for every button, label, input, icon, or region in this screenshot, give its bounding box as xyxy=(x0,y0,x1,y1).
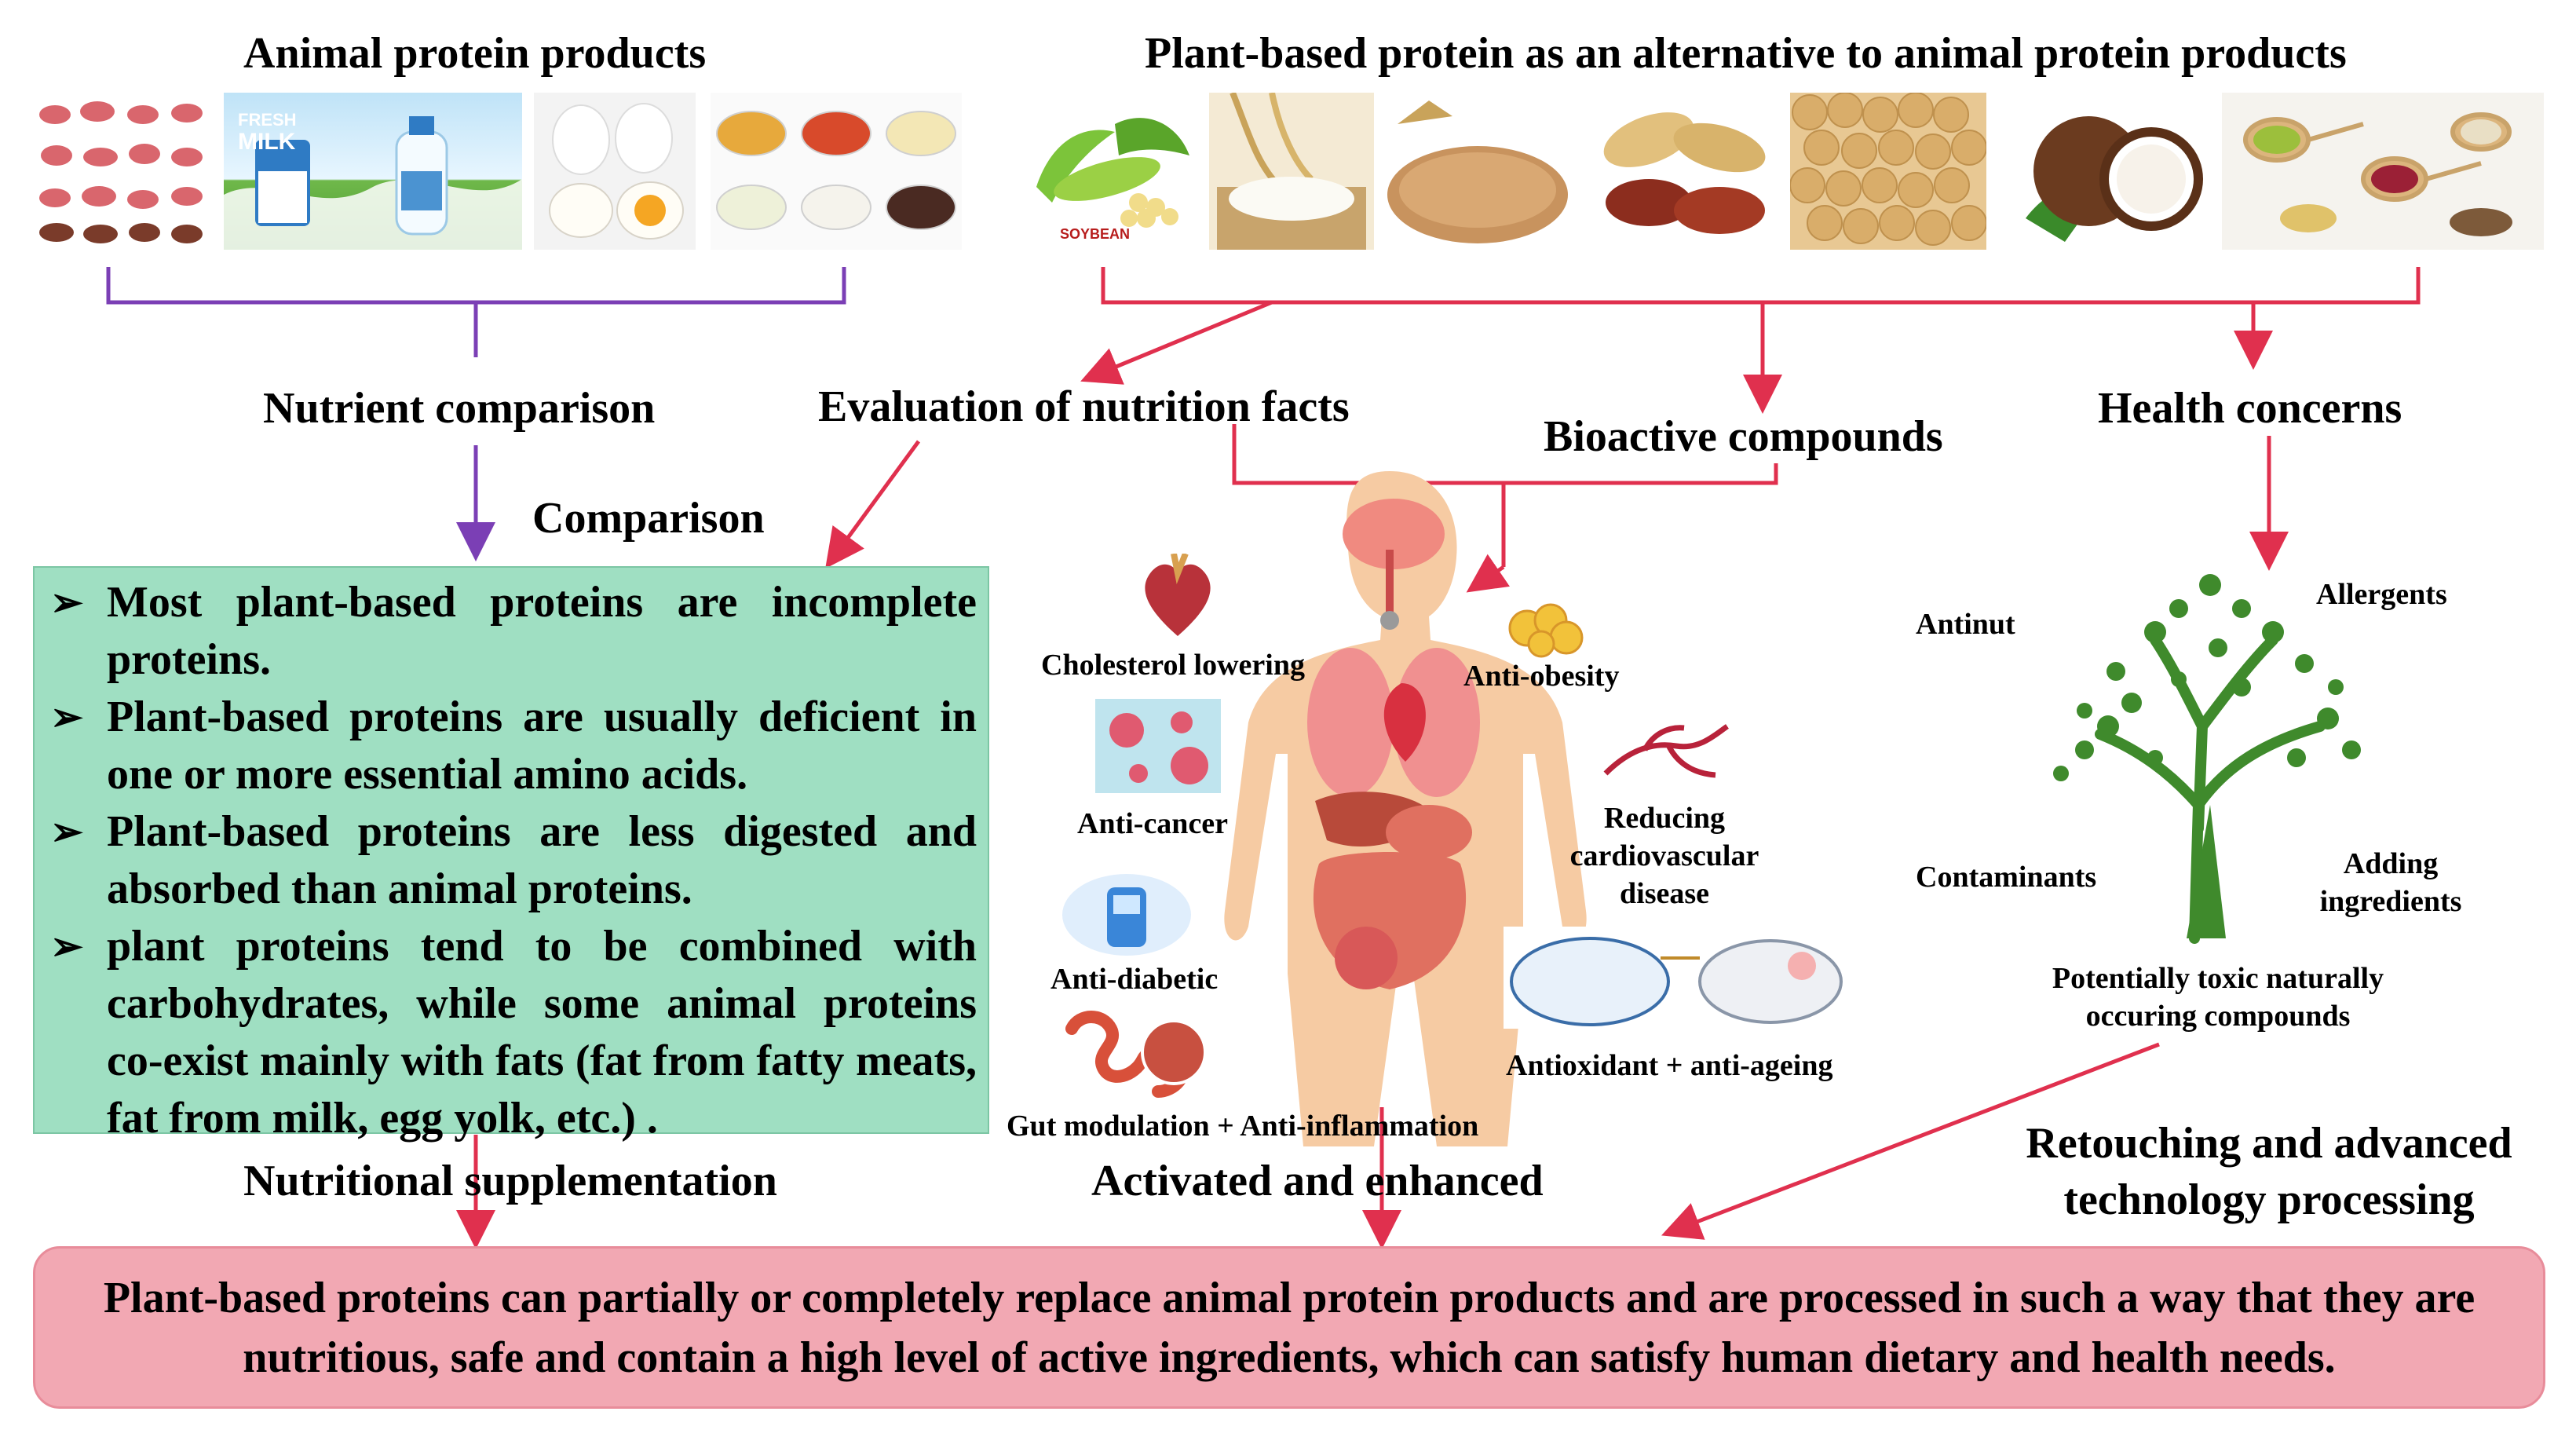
comparison-point: ➢Most plant-based proteins are incomplet… xyxy=(50,574,977,689)
bioactive-label: Bioactive compounds xyxy=(1544,412,1943,461)
antioxidant-label: Antioxidant + anti-ageing xyxy=(1506,1049,1833,1082)
milk-image: FRESH MILK xyxy=(224,93,522,250)
allergents-label: Allergents xyxy=(2316,578,2447,611)
eggs-image xyxy=(534,93,696,250)
nutritional-supplementation-label: Nutritional supplementation xyxy=(243,1157,777,1205)
nutrient-comparison-label: Nutrient comparison xyxy=(263,384,656,433)
health-concerns-label: Health concerns xyxy=(2098,384,2402,433)
beans-spoons-image xyxy=(2222,93,2544,250)
intestine-icon xyxy=(1065,1011,1207,1098)
anti-diabetic-label: Anti-diabetic xyxy=(1050,963,1219,996)
animal-bracket xyxy=(106,267,846,305)
coconut-image xyxy=(2018,93,2214,250)
anti-cancer-label: Anti-cancer xyxy=(1077,807,1229,840)
human-body-illustration xyxy=(1224,471,1587,1146)
plant-heading: Plant-based protein as an alternative to… xyxy=(1145,29,2347,78)
milk-title-line2: MILK xyxy=(238,129,296,155)
adding-label: Adding ingredients xyxy=(2319,847,2462,918)
glucose-meter-icon xyxy=(1062,874,1191,956)
bullet-arrow-icon: ➢ xyxy=(50,924,83,968)
comparison-point: ➢Plant-based proteins are usually defici… xyxy=(50,689,977,803)
fat-cells-icon xyxy=(1508,603,1584,658)
cardio-label: Reducing cardiovascular disease xyxy=(1569,802,1759,910)
retouching-label: Retouching and advanced technology proce… xyxy=(2026,1119,2512,1224)
comparison-box: ➢Most plant-based proteins are incomplet… xyxy=(33,566,989,1143)
toxic-label: Potentially toxic naturally occuring com… xyxy=(2052,962,2384,1033)
plant-bracket xyxy=(1101,267,2421,305)
gut-label: Gut modulation + Anti-inflammation xyxy=(1007,1110,1479,1143)
meat-cuts-image xyxy=(33,93,210,250)
comparison-point: ➢plant proteins tend to be combined with… xyxy=(50,918,977,1147)
comparison-point: ➢Plant-based proteins are less digested … xyxy=(50,803,977,918)
anti-obesity-label: Anti-obesity xyxy=(1463,660,1620,693)
tree-illustration xyxy=(2053,574,2361,944)
cell-pathway-icon xyxy=(1504,927,1849,1029)
conclusion-box: Plant-based proteins can partially or co… xyxy=(33,1246,2545,1409)
peanuts-image xyxy=(1586,93,1778,250)
bullet-arrow-icon: ➢ xyxy=(50,810,83,854)
blood-vessel-icon xyxy=(1603,724,1729,778)
bullet-arrow-icon: ➢ xyxy=(50,580,83,624)
bullet-arrow-icon: ➢ xyxy=(50,695,83,739)
sauces-image xyxy=(711,93,962,250)
soybean-image: SOYBEAN xyxy=(1021,93,1201,250)
animal-heading: Animal protein products xyxy=(243,29,707,78)
antinut-label: Antinut xyxy=(1916,608,2015,641)
cholesterol-label: Cholesterol lowering xyxy=(1041,649,1305,682)
wheat-flakes-image xyxy=(1382,93,1574,250)
activated-label: Activated and enhanced xyxy=(1091,1157,1544,1205)
comparison-label: Comparison xyxy=(532,494,765,543)
evaluation-label: Evaluation of nutrition facts xyxy=(818,382,1350,431)
cancer-cells-icon xyxy=(1095,699,1221,793)
conclusion-text: Plant-based proteins can partially or co… xyxy=(103,1273,2476,1382)
heart-icon xyxy=(1145,554,1211,636)
soybean-label: SOYBEAN xyxy=(1060,226,1131,242)
rice-image xyxy=(1209,93,1374,250)
contaminants-label: Contaminants xyxy=(1916,861,2097,894)
chickpeas-image xyxy=(1790,93,1986,250)
milk-title-line1: FRESH xyxy=(238,110,297,130)
